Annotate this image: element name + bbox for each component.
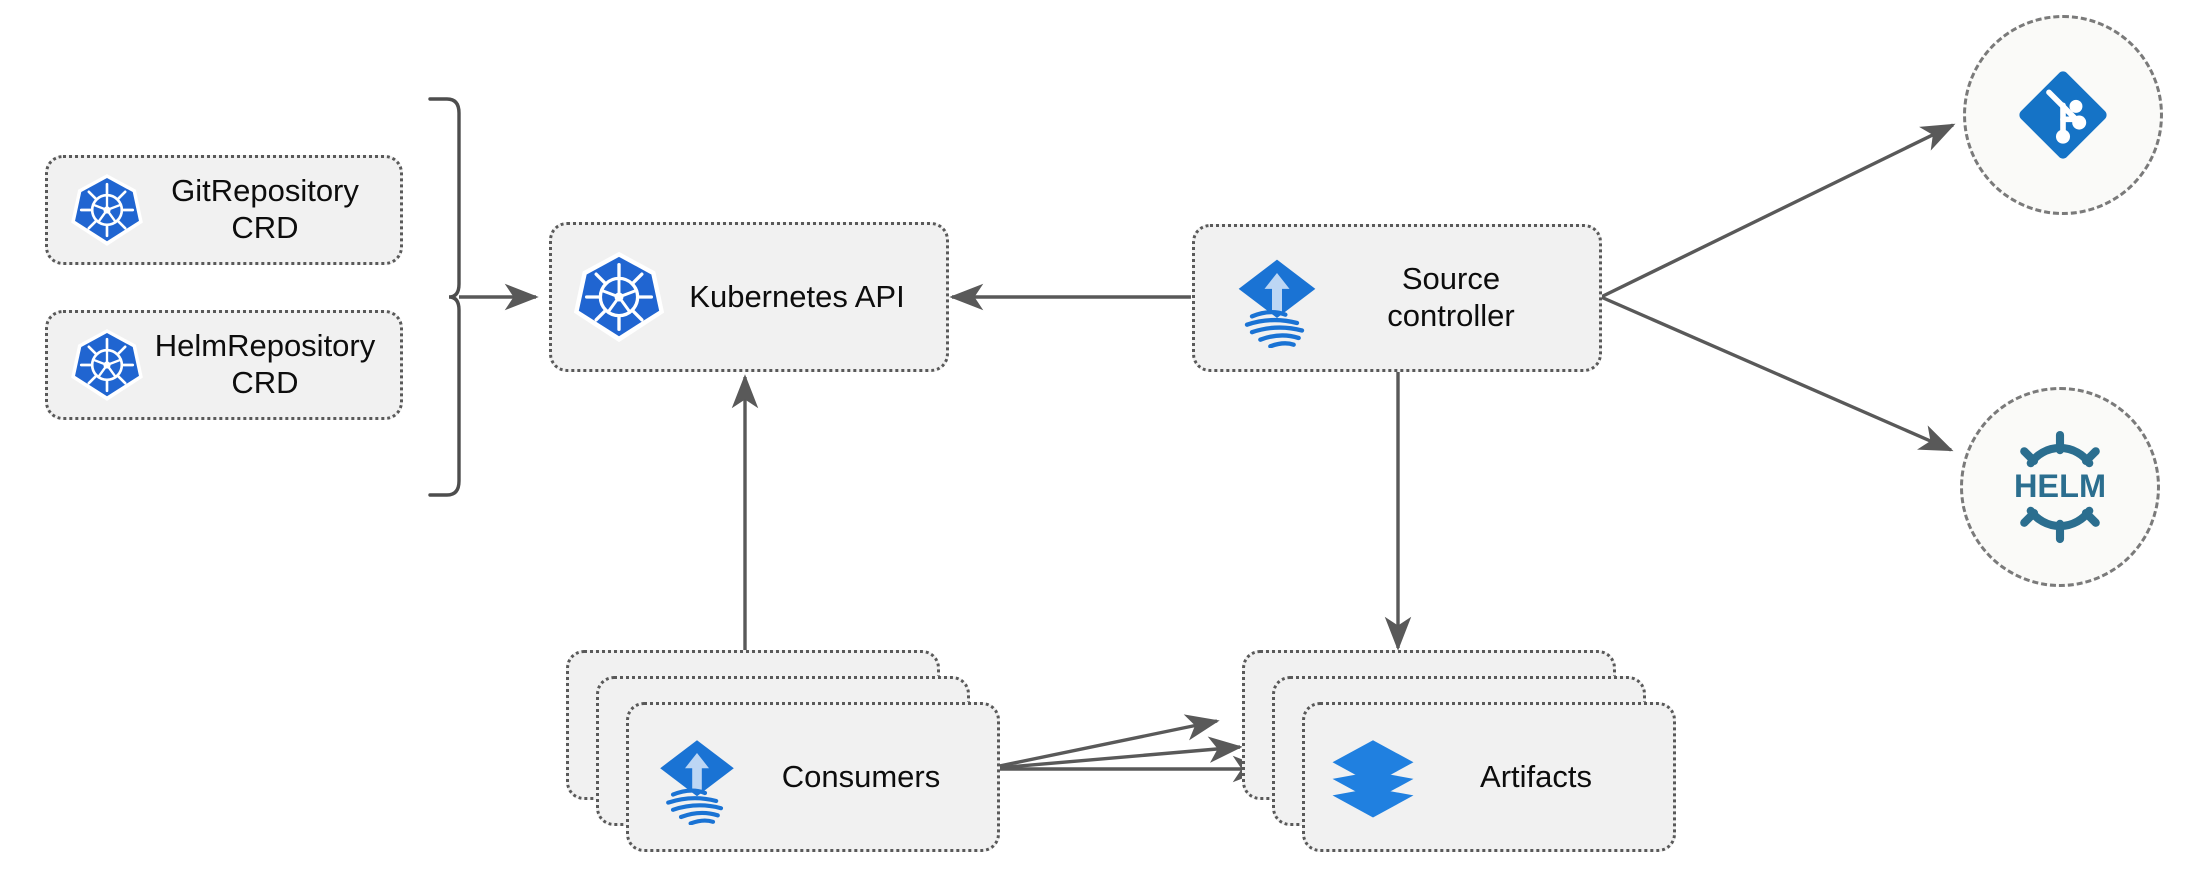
consumers-layer-front[interactable]: Consumers [626, 702, 1000, 852]
node-consumers[interactable]: Consumers [566, 650, 1000, 852]
node-label: Kubernetes API [689, 278, 905, 314]
arrow-source-controller-to-helm [1600, 295, 1954, 452]
node-helm-source[interactable]: HELM [1960, 387, 2160, 587]
kubernetes-icon [570, 248, 668, 346]
node-label: Source controller [1387, 261, 1515, 333]
artifacts-layer-front[interactable]: Artifacts [1302, 702, 1676, 852]
arrow-source-controller-to-git [1600, 123, 1956, 299]
node-git-source[interactable] [1963, 15, 2163, 215]
arrow-consumers-to-artifacts-middle [984, 736, 1243, 771]
node-kubernetes-api[interactable]: Kubernetes API [549, 222, 949, 372]
node-label: HelmRepository CRD [154, 328, 376, 400]
node-helm-repository-crd[interactable]: HelmRepository CRD [45, 310, 403, 420]
helm-wordmark: HELM [2014, 468, 2106, 504]
flux-icon [649, 729, 745, 825]
helm-icon: HELM [1995, 422, 2125, 552]
crd-bracket [428, 97, 461, 497]
layers-icon [1327, 731, 1419, 823]
kubernetes-icon [68, 171, 146, 249]
git-icon [2009, 61, 2117, 169]
node-label: Consumers [781, 758, 941, 794]
flux-icon [1227, 248, 1327, 348]
node-label: Artifacts [1480, 758, 1592, 794]
node-artifacts[interactable]: Artifacts [1242, 650, 1676, 852]
kubernetes-icon [68, 326, 146, 404]
node-git-repository-crd[interactable]: GitRepository CRD [45, 155, 403, 265]
node-label: GitRepository CRD [171, 173, 359, 245]
arrow-consumers-to-artifacts-top [984, 714, 1220, 771]
node-source-controller[interactable]: Source controller [1192, 224, 1602, 372]
